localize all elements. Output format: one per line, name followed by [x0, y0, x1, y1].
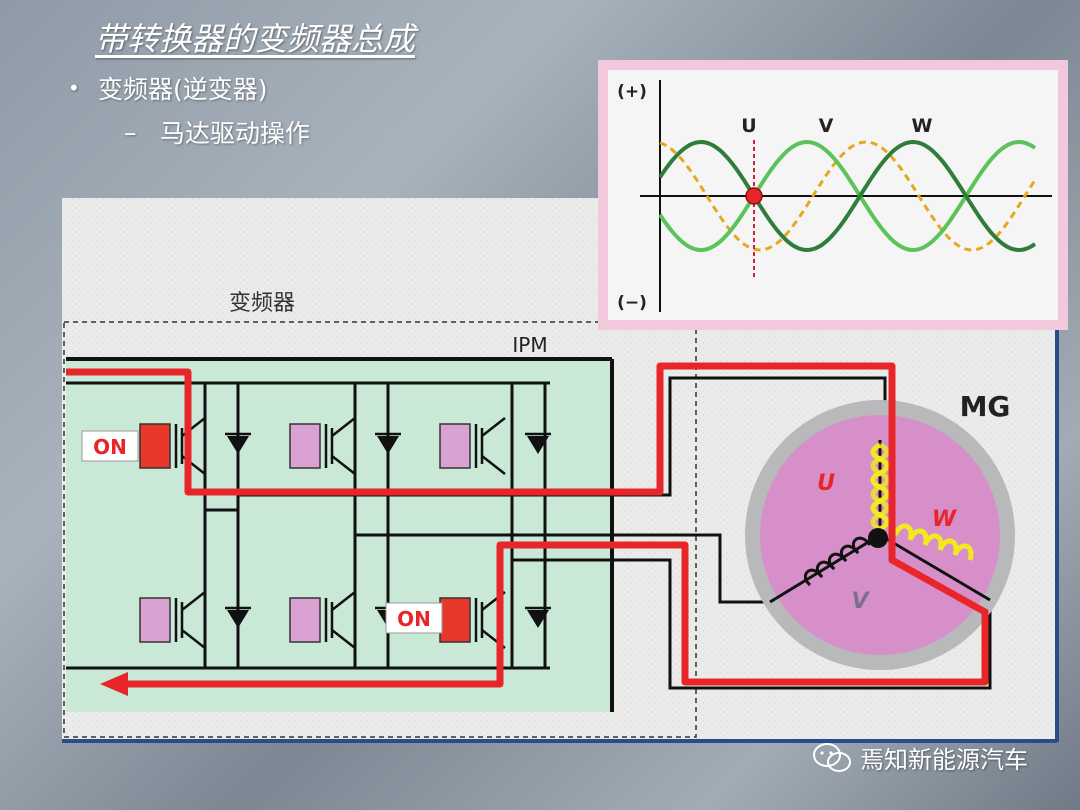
slide-title: 带转换器的变频器总成: [95, 20, 416, 58]
watermark: 焉知新能源汽车: [812, 740, 1028, 775]
igbt-transistor-icon: [324, 591, 356, 649]
bullet-list: • 变频器(逆变器) – 马达驱动操作: [68, 70, 310, 150]
bullet-dash-icon: –: [124, 117, 137, 147]
coil-v-label: V: [851, 589, 870, 614]
diode-icon: [527, 436, 549, 454]
bullet-level-2: – 马达驱动操作: [124, 114, 310, 150]
current-arrow-icon: [100, 672, 128, 696]
wave-phase-v: [658, 139, 1037, 253]
coil-w-label: W: [932, 507, 958, 532]
watermark-text: 焉知新能源汽车: [860, 746, 1028, 774]
time-marker-dot: [745, 187, 763, 205]
on-label-top: [81, 430, 139, 462]
plus-label: (+): [617, 82, 647, 102]
bullet-level-1: • 变频器(逆变器): [68, 70, 310, 106]
inverter-label: 变频器: [229, 291, 295, 316]
wave-phase-u: [658, 139, 1037, 253]
gate-driver: [139, 597, 171, 643]
waveform-panel: (+) (−) U V W: [598, 60, 1068, 330]
coil-w: [892, 523, 974, 561]
phase-label-w: W: [912, 115, 933, 137]
gate-driver: [289, 423, 321, 469]
igbt-cell: [139, 591, 251, 649]
igbt-transistor-icon: [324, 417, 356, 475]
wechat-icon: [813, 742, 851, 772]
bullet-dot-icon: •: [68, 76, 80, 100]
bullet-level-1-text: 变频器(逆变器): [98, 75, 268, 104]
gate-driver: [439, 423, 471, 469]
diode-icon: [377, 436, 399, 454]
gate-driver: [139, 423, 171, 469]
coil-v: [803, 536, 872, 587]
current-path: [66, 362, 989, 688]
igbt-transistor-icon: [174, 591, 206, 649]
igbt-cell: [289, 417, 401, 475]
coil-u: [870, 442, 890, 532]
diode-icon: [527, 610, 549, 628]
neutral-point: [868, 528, 888, 548]
gate-driver: [439, 597, 471, 643]
phase-label-u: U: [741, 115, 756, 137]
phase-label-v: V: [819, 115, 834, 137]
igbt-transistor-icon: [474, 417, 506, 475]
igbt-transistor-icon: [474, 591, 506, 649]
mg-label: MG: [960, 390, 1011, 423]
diode-icon: [227, 436, 249, 454]
igbt-cell: [139, 417, 251, 475]
igbt-cell: [289, 591, 401, 649]
wave-phase-w: [659, 140, 1037, 252]
igbt-transistor-icon: [174, 417, 206, 475]
inverter-region: [63, 321, 697, 738]
diode-icon: [227, 610, 249, 628]
on-label-bottom-text: ON: [397, 607, 431, 631]
ipm-label: IPM: [512, 333, 547, 357]
minus-label: (−): [617, 293, 647, 313]
coil-u-label: U: [817, 471, 835, 496]
igbt-cell: [439, 417, 551, 475]
gate-driver: [289, 597, 321, 643]
on-label-bottom: [385, 602, 443, 634]
bullet-level-2-text: 马达驱动操作: [160, 119, 311, 148]
on-label-top-text: ON: [93, 435, 127, 459]
